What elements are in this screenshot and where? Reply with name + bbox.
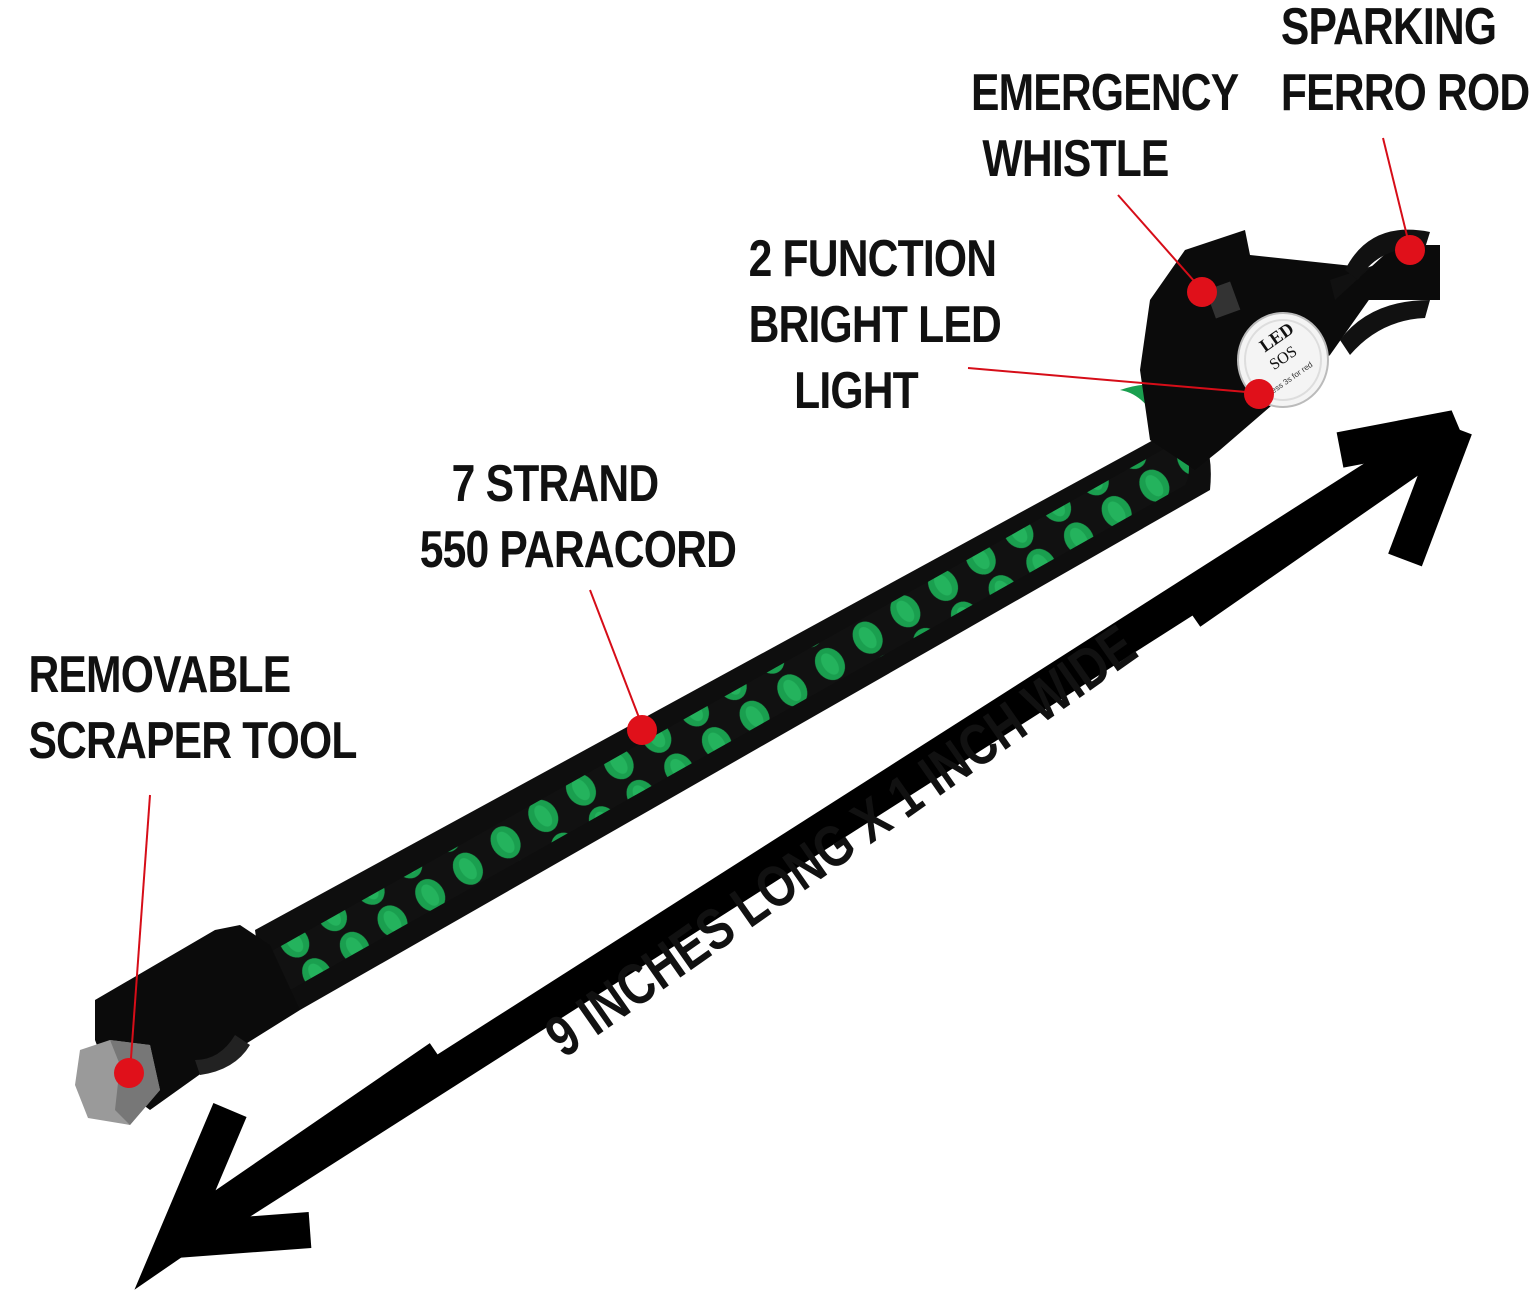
- label-whistle: EMERGENCY WHISTLE: [970, 60, 1239, 192]
- label-ferro-rod: SPARKING FERRO ROD: [1280, 0, 1529, 126]
- label-whistle-line2: WHISTLE: [982, 130, 1169, 188]
- label-led-line2: BRIGHT LED: [748, 296, 1002, 354]
- label-ferro-rod-line1: SPARKING: [1280, 0, 1497, 56]
- label-scraper-line2: SCRAPER TOOL: [28, 712, 357, 770]
- markers: [114, 235, 1425, 1088]
- label-scraper: REMOVABLE SCRAPER TOOL: [28, 642, 357, 774]
- label-scraper-line1: REMOVABLE: [28, 646, 291, 704]
- label-whistle-line1: EMERGENCY: [970, 64, 1239, 122]
- scraper-buckle: [75, 925, 300, 1125]
- ferro-rod-marker: [1395, 235, 1425, 265]
- length-arrow-icon: [134, 410, 1472, 1290]
- label-led-line1: 2 FUNCTION: [748, 230, 997, 288]
- led-marker: [1244, 379, 1274, 409]
- paracord-marker: [627, 715, 657, 745]
- label-paracord-line2: 550 PARACORD: [419, 521, 737, 579]
- label-led-line3: LIGHT: [794, 362, 919, 420]
- label-led-light: 2 FUNCTION BRIGHT LED LIGHT: [748, 226, 1002, 424]
- label-ferro-rod-line2: FERRO ROD: [1280, 64, 1529, 122]
- leader-lines: [129, 137, 1411, 1073]
- label-paracord: 7 STRAND 550 PARACORD: [419, 451, 737, 583]
- label-paracord-line1: 7 STRAND: [451, 455, 659, 513]
- scraper-marker: [114, 1058, 144, 1088]
- whistle-marker: [1187, 277, 1217, 307]
